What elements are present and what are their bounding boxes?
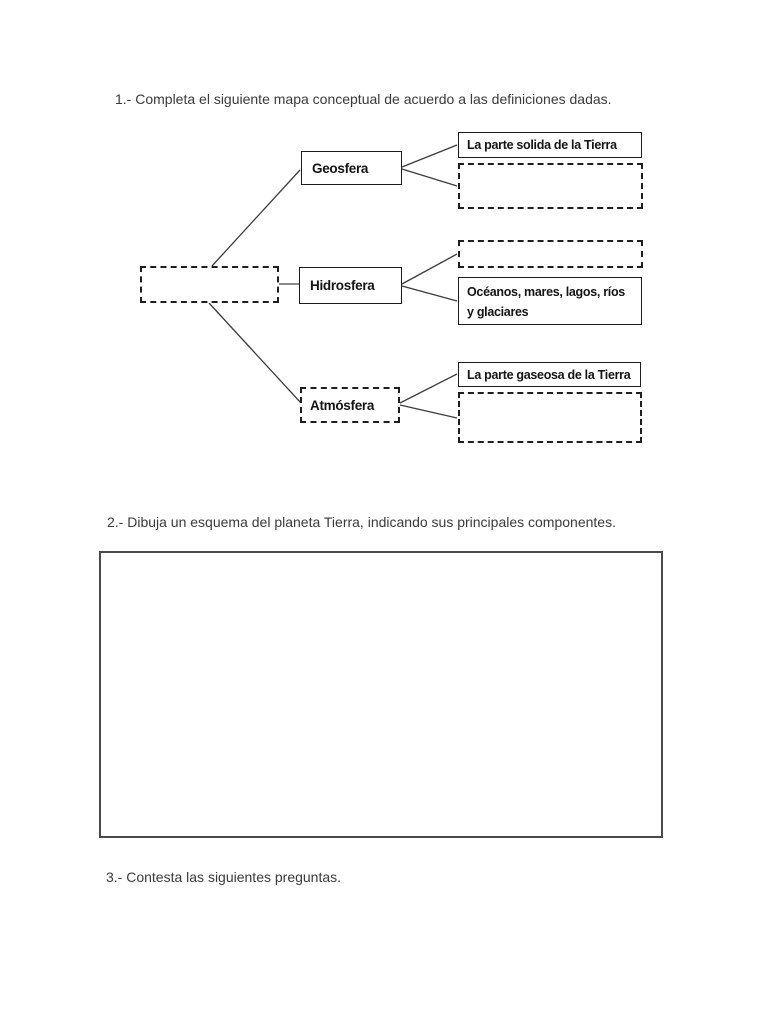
concept-map-connectors	[208, 144, 458, 419]
blank-definition-box-1	[458, 163, 643, 209]
blank-definition-box-3	[458, 392, 642, 443]
connector-atmosfera-blank	[399, 404, 458, 419]
drawing-area-box	[99, 551, 663, 838]
connector-atmosfera-gaseosa	[399, 373, 458, 404]
definition-text-solida: La parte solida de la Tierra	[467, 138, 617, 152]
root-blank-box	[140, 266, 279, 303]
question-3-text: 3.- Contesta las siguientes preguntas.	[106, 869, 342, 885]
question-2-text: 2.- Dibuja un esquema del planeta Tierra…	[107, 514, 616, 530]
connector-hidrosfera-oceanos	[401, 285, 458, 302]
branch-box-atmosfera: Atmósfera	[300, 387, 400, 423]
connector-root-geosfera	[211, 169, 301, 267]
branch-label-geosfera: Geosfera	[312, 160, 369, 176]
branch-box-geosfera: Geosfera	[301, 151, 402, 185]
definition-box-solida: La parte solida de la Tierra	[458, 132, 642, 158]
definition-text-oceanos: Océanos, mares, lagos, ríos y glaciares	[467, 285, 625, 319]
connector-geosfera-solida	[401, 144, 458, 168]
definition-box-gaseosa: La parte gaseosa de la Tierra	[458, 362, 641, 387]
definition-text-gaseosa: La parte gaseosa de la Tierra	[467, 367, 631, 382]
branch-label-atmosfera: Atmósfera	[310, 397, 375, 413]
blank-definition-box-2	[458, 240, 643, 268]
question-1-text: 1.- Completa el siguiente mapa conceptua…	[115, 91, 612, 107]
branch-label-hidrosfera: Hidrosfera	[310, 278, 375, 293]
connector-root-atmosfera	[208, 302, 302, 404]
connector-geosfera-blank	[401, 168, 458, 187]
branch-box-hidrosfera: Hidrosfera	[299, 267, 402, 304]
definition-box-oceanos: Océanos, mares, lagos, ríos y glaciares	[458, 277, 642, 325]
connector-hidrosfera-blank	[401, 253, 458, 285]
